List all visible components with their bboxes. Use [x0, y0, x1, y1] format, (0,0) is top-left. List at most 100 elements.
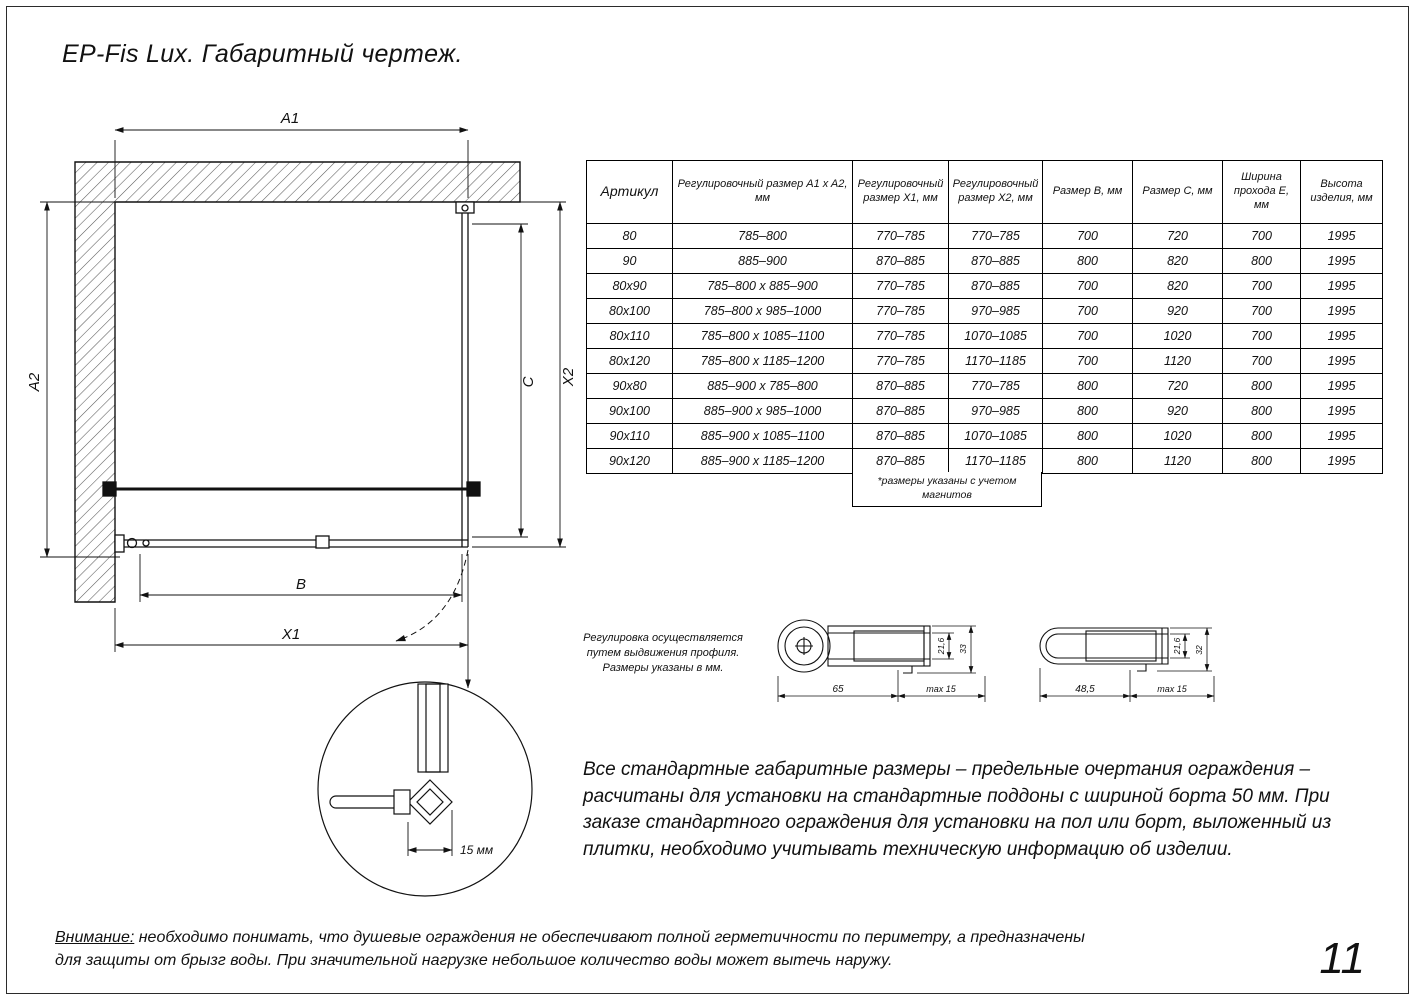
warning-note: Внимание: необходимо понимать, что душев…: [55, 926, 1095, 972]
page-number: 11: [1319, 934, 1365, 983]
table-cell: 885–900 x 1085–1100: [672, 423, 853, 449]
dimension-c: [472, 223, 528, 538]
dim-label-a1: A1: [280, 110, 299, 127]
table-cell: 870–885: [948, 248, 1043, 274]
detail-callout: 15 мм: [317, 554, 533, 897]
dimension-b: [139, 554, 463, 602]
dimension-a2: [40, 201, 120, 558]
table-cell: 800: [1222, 423, 1301, 449]
dim-label-a2: A2: [26, 372, 43, 392]
table-cell: 700: [1042, 298, 1133, 324]
wall-hatching: [74, 161, 521, 603]
dimension-lines: [40, 127, 566, 652]
table-cell: 90x120: [586, 448, 673, 474]
table-cell: 800: [1222, 248, 1301, 274]
table-cell: 770–785: [852, 223, 949, 249]
table-cell: 870–885: [852, 448, 949, 474]
table-cell: 80x90: [586, 273, 673, 299]
table-cell: 770–785: [852, 298, 949, 324]
table-cell: 800: [1042, 373, 1133, 399]
table-cell: 1995: [1300, 373, 1383, 399]
table-cell: 770–785: [852, 323, 949, 349]
dimension-x2: [472, 201, 566, 548]
table-cell: 700: [1222, 323, 1301, 349]
table-cell: 90x100: [586, 398, 673, 424]
table-cell: 1995: [1300, 273, 1383, 299]
column-header: Регулировочный размер X1, мм: [852, 160, 949, 224]
profile-cross-section-right: 48,5 max 15 21,6 32: [1039, 627, 1215, 702]
profile-right-travel-label: max 15: [1157, 684, 1188, 694]
dimension-x1: [114, 608, 469, 652]
table-cell: 1070–1085: [948, 423, 1043, 449]
table-cell: 770–785: [852, 348, 949, 374]
table-cell: 80x110: [586, 323, 673, 349]
table-cell: 1020: [1132, 423, 1223, 449]
column-header: Высота изделия, мм: [1300, 160, 1383, 224]
profile-left-outer-height-label: 33: [958, 644, 968, 654]
table-cell: 90: [586, 248, 673, 274]
table-cell: 1995: [1300, 248, 1383, 274]
table-cell: 820: [1132, 248, 1223, 274]
table-cell: 700: [1042, 348, 1133, 374]
table-cell: 870–885: [852, 398, 949, 424]
column-header: Размер C, мм: [1132, 160, 1223, 224]
table-cell: 1995: [1300, 423, 1383, 449]
table-footnote: *размеры указаны с учетом магнитов: [852, 472, 1042, 508]
profile-cross-section-left: 65 max 15 21,6 33: [777, 619, 986, 702]
table-cell: 80x120: [586, 348, 673, 374]
enclosure-top-view-drawing: A1 A2 X2 C B X1 15 мм: [26, 110, 577, 897]
table-cell: 1995: [1300, 448, 1383, 474]
enclosure-structure: [102, 201, 481, 642]
table-cell: 720: [1132, 223, 1223, 249]
table-cell: 1170–1185: [948, 448, 1043, 474]
table-cell: 885–900: [672, 248, 853, 274]
table-cell: 870–885: [852, 248, 949, 274]
table-cell: 800: [1222, 373, 1301, 399]
warning-label: Внимание:: [55, 929, 135, 946]
table-cell: 700: [1042, 323, 1133, 349]
profile-left-width-label: 65: [832, 684, 844, 695]
column-header: Регулировочный размер A1 x A2, мм: [672, 160, 853, 224]
table-cell: 80: [586, 223, 673, 249]
detail-dim-label: 15 мм: [460, 843, 493, 857]
table-cell: 770–785: [948, 223, 1043, 249]
table-cell: 885–900 x 785–800: [672, 373, 853, 399]
table-cell: 885–900 x 1185–1200: [672, 448, 853, 474]
column-header: Ширина прохода E, мм: [1222, 160, 1301, 224]
table-cell: 1995: [1300, 348, 1383, 374]
table-cell: 970–985: [948, 298, 1043, 324]
table-cell: 700: [1222, 348, 1301, 374]
table-cell: 700: [1042, 223, 1133, 249]
table-cell: 820: [1132, 273, 1223, 299]
table-cell: 700: [1222, 273, 1301, 299]
table-cell: 1020: [1132, 323, 1223, 349]
profile-left-travel-label: max 15: [926, 684, 957, 694]
table-cell: 1995: [1300, 223, 1383, 249]
adjustment-note: Регулировка осуществляется путем выдвиже…: [583, 632, 743, 674]
table-cell: 870–885: [948, 273, 1043, 299]
table-cell: 700: [1042, 273, 1133, 299]
table-cell: 785–800 x 985–1000: [672, 298, 853, 324]
dim-label-c: C: [520, 376, 537, 387]
table-cell: 700: [1222, 298, 1301, 324]
table-cell: 800: [1042, 423, 1133, 449]
table-cell: 920: [1132, 398, 1223, 424]
table-cell: 1995: [1300, 298, 1383, 324]
column-header: Регулировочный размер X2, мм: [948, 160, 1043, 224]
table-cell: 800: [1042, 448, 1133, 474]
table-cell: 920: [1132, 298, 1223, 324]
dim-label-x1: X1: [281, 626, 300, 643]
table-cell: 785–800 x 1085–1100: [672, 323, 853, 349]
table-cell: 800: [1222, 398, 1301, 424]
table-cell: 870–885: [852, 423, 949, 449]
